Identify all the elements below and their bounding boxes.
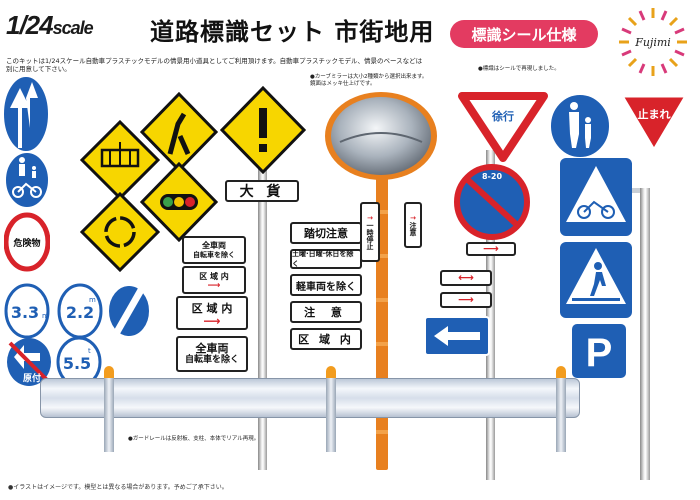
road-merge-warning-sign — [140, 92, 218, 172]
height-unit: m — [42, 312, 49, 320]
traffic-signal-warning-sign — [140, 162, 218, 242]
zone-text-small: 区 域 内 — [199, 271, 229, 281]
directional-arrows-sign — [2, 75, 50, 153]
zone-panel: 区 域 内 — [290, 328, 362, 350]
red-arrow-icon: ⟶ — [483, 242, 499, 255]
weight-unit: t — [88, 347, 91, 355]
arrow-plate-2: ⟷ — [440, 270, 492, 286]
zone-arrow-panel-small: 区 域 内 ⟶ — [182, 266, 246, 294]
weight-limit-sign: 5.5 t — [56, 336, 102, 388]
roundabout-warning-sign — [80, 192, 160, 272]
one-way-sign — [424, 316, 490, 356]
caution-vertical-panel: → 注意 — [404, 202, 422, 248]
caution-vertical-text: 注意 — [409, 222, 417, 236]
temporary-stop-text: 一時停止 — [366, 222, 374, 250]
zone-arrow-panel: 区 域 内 ⟶ — [176, 296, 248, 330]
intro-text: このキットは1/24スケール自動車プラスチックモデルの情景用小道具としてご利用頂… — [6, 57, 423, 74]
rail-post — [556, 376, 566, 452]
all-vehicles-panel: 全車両 自転車を除く — [182, 236, 246, 264]
stop-text: 止まれ — [638, 107, 671, 121]
no-dangerous-goods-sign: 危険物 — [4, 212, 50, 272]
rail-post — [104, 376, 114, 452]
except-light-vehicles-panel: 軽車両を除く — [290, 274, 362, 296]
red-arrow-icon: ⟶ — [207, 280, 221, 291]
arrow-plate-3: ⟶ — [440, 292, 492, 308]
temporary-stop-vertical-panel: → 一時停止 — [360, 202, 380, 262]
except-holidays-panel: 土曜·日曜·休日を除く — [290, 249, 362, 269]
all-vehicles-panel-large: 全車両 自転車を除く — [176, 336, 248, 372]
red-arrow-icon: → — [410, 214, 416, 222]
curve-mirror — [325, 92, 437, 180]
railroad-crossing-panel: 踏切注意 — [290, 222, 362, 244]
red-arrow-icon: ⟶ — [203, 314, 221, 328]
mirror-note-line-1: ●カーブミラーは大小2種類から選択出来ます。 — [310, 74, 428, 80]
svg-text:P: P — [586, 331, 613, 375]
pedestrian-crossing-sign — [560, 242, 632, 318]
all-vehicles-text: 全車両 — [202, 241, 226, 250]
yield-sign-pole — [486, 150, 495, 480]
parking-sign: P — [572, 324, 626, 378]
pedestrian-bicycle-sign — [4, 151, 50, 209]
danger-goods-text: 危険物 — [12, 237, 40, 249]
width-value: 2.2 — [66, 303, 94, 322]
red-arrow-icon: → — [367, 214, 373, 222]
exclamation-sign-pole — [258, 150, 267, 470]
end-of-restriction-sign — [107, 284, 151, 338]
disclaimer: ●イラストはイメージです。模型とは異なる場合があります。予めご了承下さい。 — [8, 484, 228, 491]
slow-down-text: 徐行 — [491, 109, 514, 123]
height-value: 3.3 — [11, 303, 39, 322]
red-arrow-icon: ⟷ — [458, 271, 474, 284]
rail-note: ●ガードレールは反射板、支柱、本体でリアル再現。 — [128, 436, 260, 442]
sticker-badge: 標識シール仕様 — [450, 20, 598, 48]
brand-text: Fujimi — [634, 36, 671, 49]
guard-rail — [40, 378, 580, 418]
no-parking-time: 8-20 — [482, 172, 502, 181]
reflector-icon — [556, 366, 566, 378]
no-parking-sign: 8-20 — [454, 164, 530, 240]
fujimi-logo: Fujimi — [612, 6, 694, 82]
width-unit: m — [89, 296, 96, 304]
width-limit-sign: 2.2 m — [57, 283, 103, 339]
arrow-plate-1: ⟶ — [466, 242, 516, 256]
caution-panel: 注 意 — [290, 301, 362, 323]
height-limit-sign: 3.3 m — [4, 283, 50, 339]
reflector-icon — [326, 366, 336, 378]
mirror-note-line-2: 鏡面はメッキ仕上げです。 — [310, 81, 376, 88]
red-arrow-icon: ⟶ — [458, 293, 474, 306]
rail-post — [326, 376, 336, 452]
moped-text: 原付 — [23, 372, 41, 384]
except-bicycles-text-large: 自転車を除く — [184, 355, 239, 366]
stop-sign: 止まれ — [620, 94, 688, 152]
product-title: 道路標識セット 市街地用 — [150, 18, 435, 46]
slow-down-sign: 徐行 — [458, 92, 548, 162]
heavy-cargo-panel: 大 貨 — [225, 180, 299, 202]
general-caution-sign — [220, 86, 306, 174]
sticker-note: ●標識はシールで再現しました。 — [478, 66, 560, 72]
no-moped-sign: 原付 — [7, 338, 51, 386]
all-vehicles-text-large: 全車両 — [195, 342, 229, 355]
reflector-icon — [104, 366, 114, 378]
mirror-note: ●カーブミラーは大小2種類から選択出来ます。 鏡面はメッキ仕上げです。 — [310, 74, 440, 89]
bicycle-lane-sign — [560, 158, 632, 236]
except-bicycles-text: 自転車を除く — [193, 250, 235, 259]
pedestrians-only-sign — [549, 93, 611, 159]
zone-text: 区 域 内 — [191, 302, 233, 315]
weight-value: 5.5 — [63, 354, 91, 373]
right-sign-pole — [640, 188, 650, 480]
scale-title: 1/24scale — [6, 10, 94, 40]
